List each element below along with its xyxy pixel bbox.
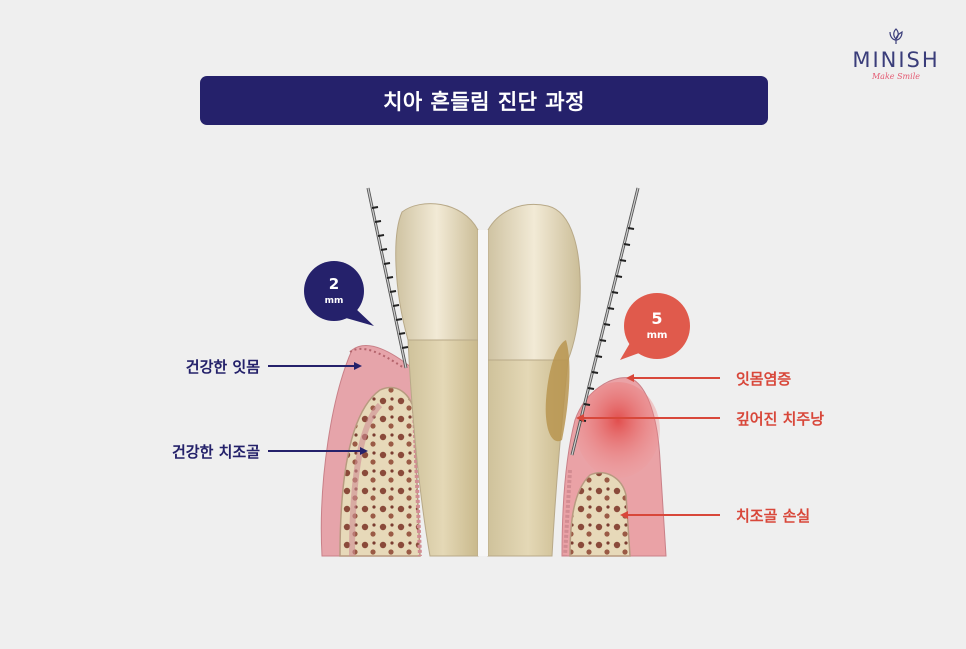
- probe-healthy-unit: mm: [325, 296, 344, 306]
- label-healthy-bone: 건강한 치조골: [171, 443, 260, 461]
- brand-tagline: Make Smile: [871, 72, 920, 81]
- probe-diseased-value: 5: [651, 309, 662, 328]
- tulip-logo-icon: [889, 28, 903, 44]
- arrows-left: [268, 362, 368, 455]
- probe-diseased: [570, 187, 640, 456]
- label-gum-inflammation: 잇몸염증: [736, 370, 792, 388]
- tartar: [545, 340, 570, 442]
- bubble-healthy: 2 mm: [304, 261, 374, 326]
- title-bar: 치아 흔들림 진단 과정: [200, 76, 768, 125]
- brand-name: MINISH: [852, 48, 940, 72]
- arrows-right: [576, 374, 720, 519]
- diseased-bone: [569, 472, 631, 557]
- probe-healthy: [366, 187, 409, 369]
- page-title: 치아 흔들림 진단 과정: [383, 89, 585, 114]
- label-healthy-gum: 건강한 잇몸: [185, 358, 260, 376]
- probe-diseased-unit: mm: [647, 330, 668, 341]
- tooth-crown-left: [395, 203, 479, 341]
- bubble-diseased: 5 mm: [620, 293, 690, 360]
- tooth-crown-right: [487, 204, 581, 361]
- label-deep-pocket: 깊어진 치주낭: [736, 410, 825, 428]
- tooth-root-left: [407, 339, 479, 557]
- label-bone-loss: 치조골 손실: [736, 507, 811, 525]
- probe-healthy-value: 2: [329, 275, 339, 293]
- healthy-bone: [339, 386, 421, 557]
- brand-logo: MINISH Make Smile: [848, 26, 944, 90]
